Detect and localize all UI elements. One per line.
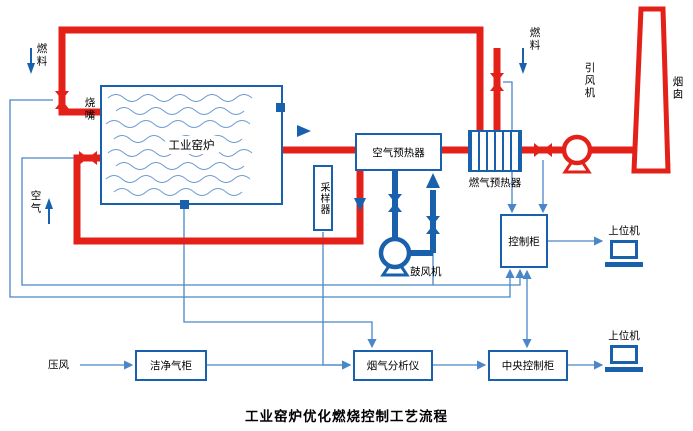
host-computer-top-label: 上位机	[608, 225, 640, 237]
valve-flue-icon	[534, 143, 552, 157]
flue-gas-analyzer-label: 烟气分析仪	[366, 360, 420, 372]
air-preheater-box: 空气预热器	[355, 133, 442, 171]
central-control-cabinet-box: 中央控制柜	[488, 350, 568, 381]
clean-gas-cabinet-label: 洁净气柜	[150, 360, 192, 372]
flame-lines-icon	[105, 94, 253, 196]
blower-fan-icon	[378, 236, 412, 277]
flow-arrows	[27, 48, 527, 224]
sampler-label: 采样器	[318, 181, 329, 215]
fuel-right-label: 燃料	[528, 27, 541, 52]
arrow-up-icon	[426, 173, 440, 188]
valve-blower-1-icon	[388, 194, 402, 212]
monitor-screen-icon	[610, 345, 638, 364]
central-control-cabinet-label: 中央控制柜	[501, 360, 555, 372]
host-computer-bottom-icon	[604, 345, 644, 372]
signal-furnace-analyzer	[183, 209, 377, 349]
control-cabinet-box: 控制柜	[500, 214, 548, 268]
signal-sampler-analyzer	[322, 232, 352, 370]
sampler-box: 采样器	[313, 165, 333, 231]
valves	[55, 73, 552, 234]
valve-fuel-left-icon	[55, 91, 69, 109]
valve-fuel-right-icon	[490, 73, 504, 91]
burner-label: 烧嘴	[83, 97, 96, 122]
air-preheater-label: 空气预热器	[372, 146, 425, 159]
host-computer-bottom-label: 上位机	[608, 330, 640, 342]
monitor-screen-icon	[610, 240, 638, 259]
fuel-left-label: 燃料	[35, 43, 48, 68]
compressed-air-label: 压风	[48, 359, 69, 371]
signal-valve-air-left	[21, 157, 525, 286]
diagram-title: 工业窑炉优化燃烧控制工艺流程	[245, 409, 448, 425]
signal-lines	[9, 81, 604, 370]
flue-gas-analyzer-box: 烟气分析仪	[353, 350, 433, 381]
chimney-shape	[631, 6, 671, 174]
keyboard-base-icon	[605, 367, 643, 372]
pipe-fuel-loop	[58, 26, 484, 130]
valve-blower-2-icon	[426, 216, 440, 234]
valve-air-left-icon	[79, 151, 97, 165]
arrow-right-icon	[297, 125, 311, 137]
air-label: 空气	[29, 190, 42, 215]
clean-gas-cabinet-box: 洁净气柜	[135, 350, 207, 381]
induced-draft-fan-label: 引风机	[583, 62, 596, 100]
furnace-box: 工业窑炉	[100, 85, 283, 205]
keyboard-base-icon	[605, 262, 643, 267]
blower-label: 鼓风机	[410, 266, 442, 278]
fuel-right-arrow-icon	[519, 63, 527, 74]
host-computer-top-icon	[604, 240, 644, 267]
furnace-label: 工业窑炉	[164, 136, 219, 154]
chimney-label: 烟囱	[671, 76, 684, 101]
gas-preheater-box	[468, 130, 522, 172]
fuel-left-arrow-icon	[27, 63, 35, 74]
air-arrow-icon	[45, 198, 53, 209]
control-cabinet-label: 控制柜	[508, 235, 540, 248]
furnace-sensor-icon	[276, 103, 285, 112]
induced-draft-fan-icon	[561, 134, 593, 174]
arrow-down-icon	[354, 198, 366, 211]
gas-preheater-label: 燃气预热器	[468, 177, 522, 189]
signal-valve-fuel-left	[9, 99, 515, 298]
